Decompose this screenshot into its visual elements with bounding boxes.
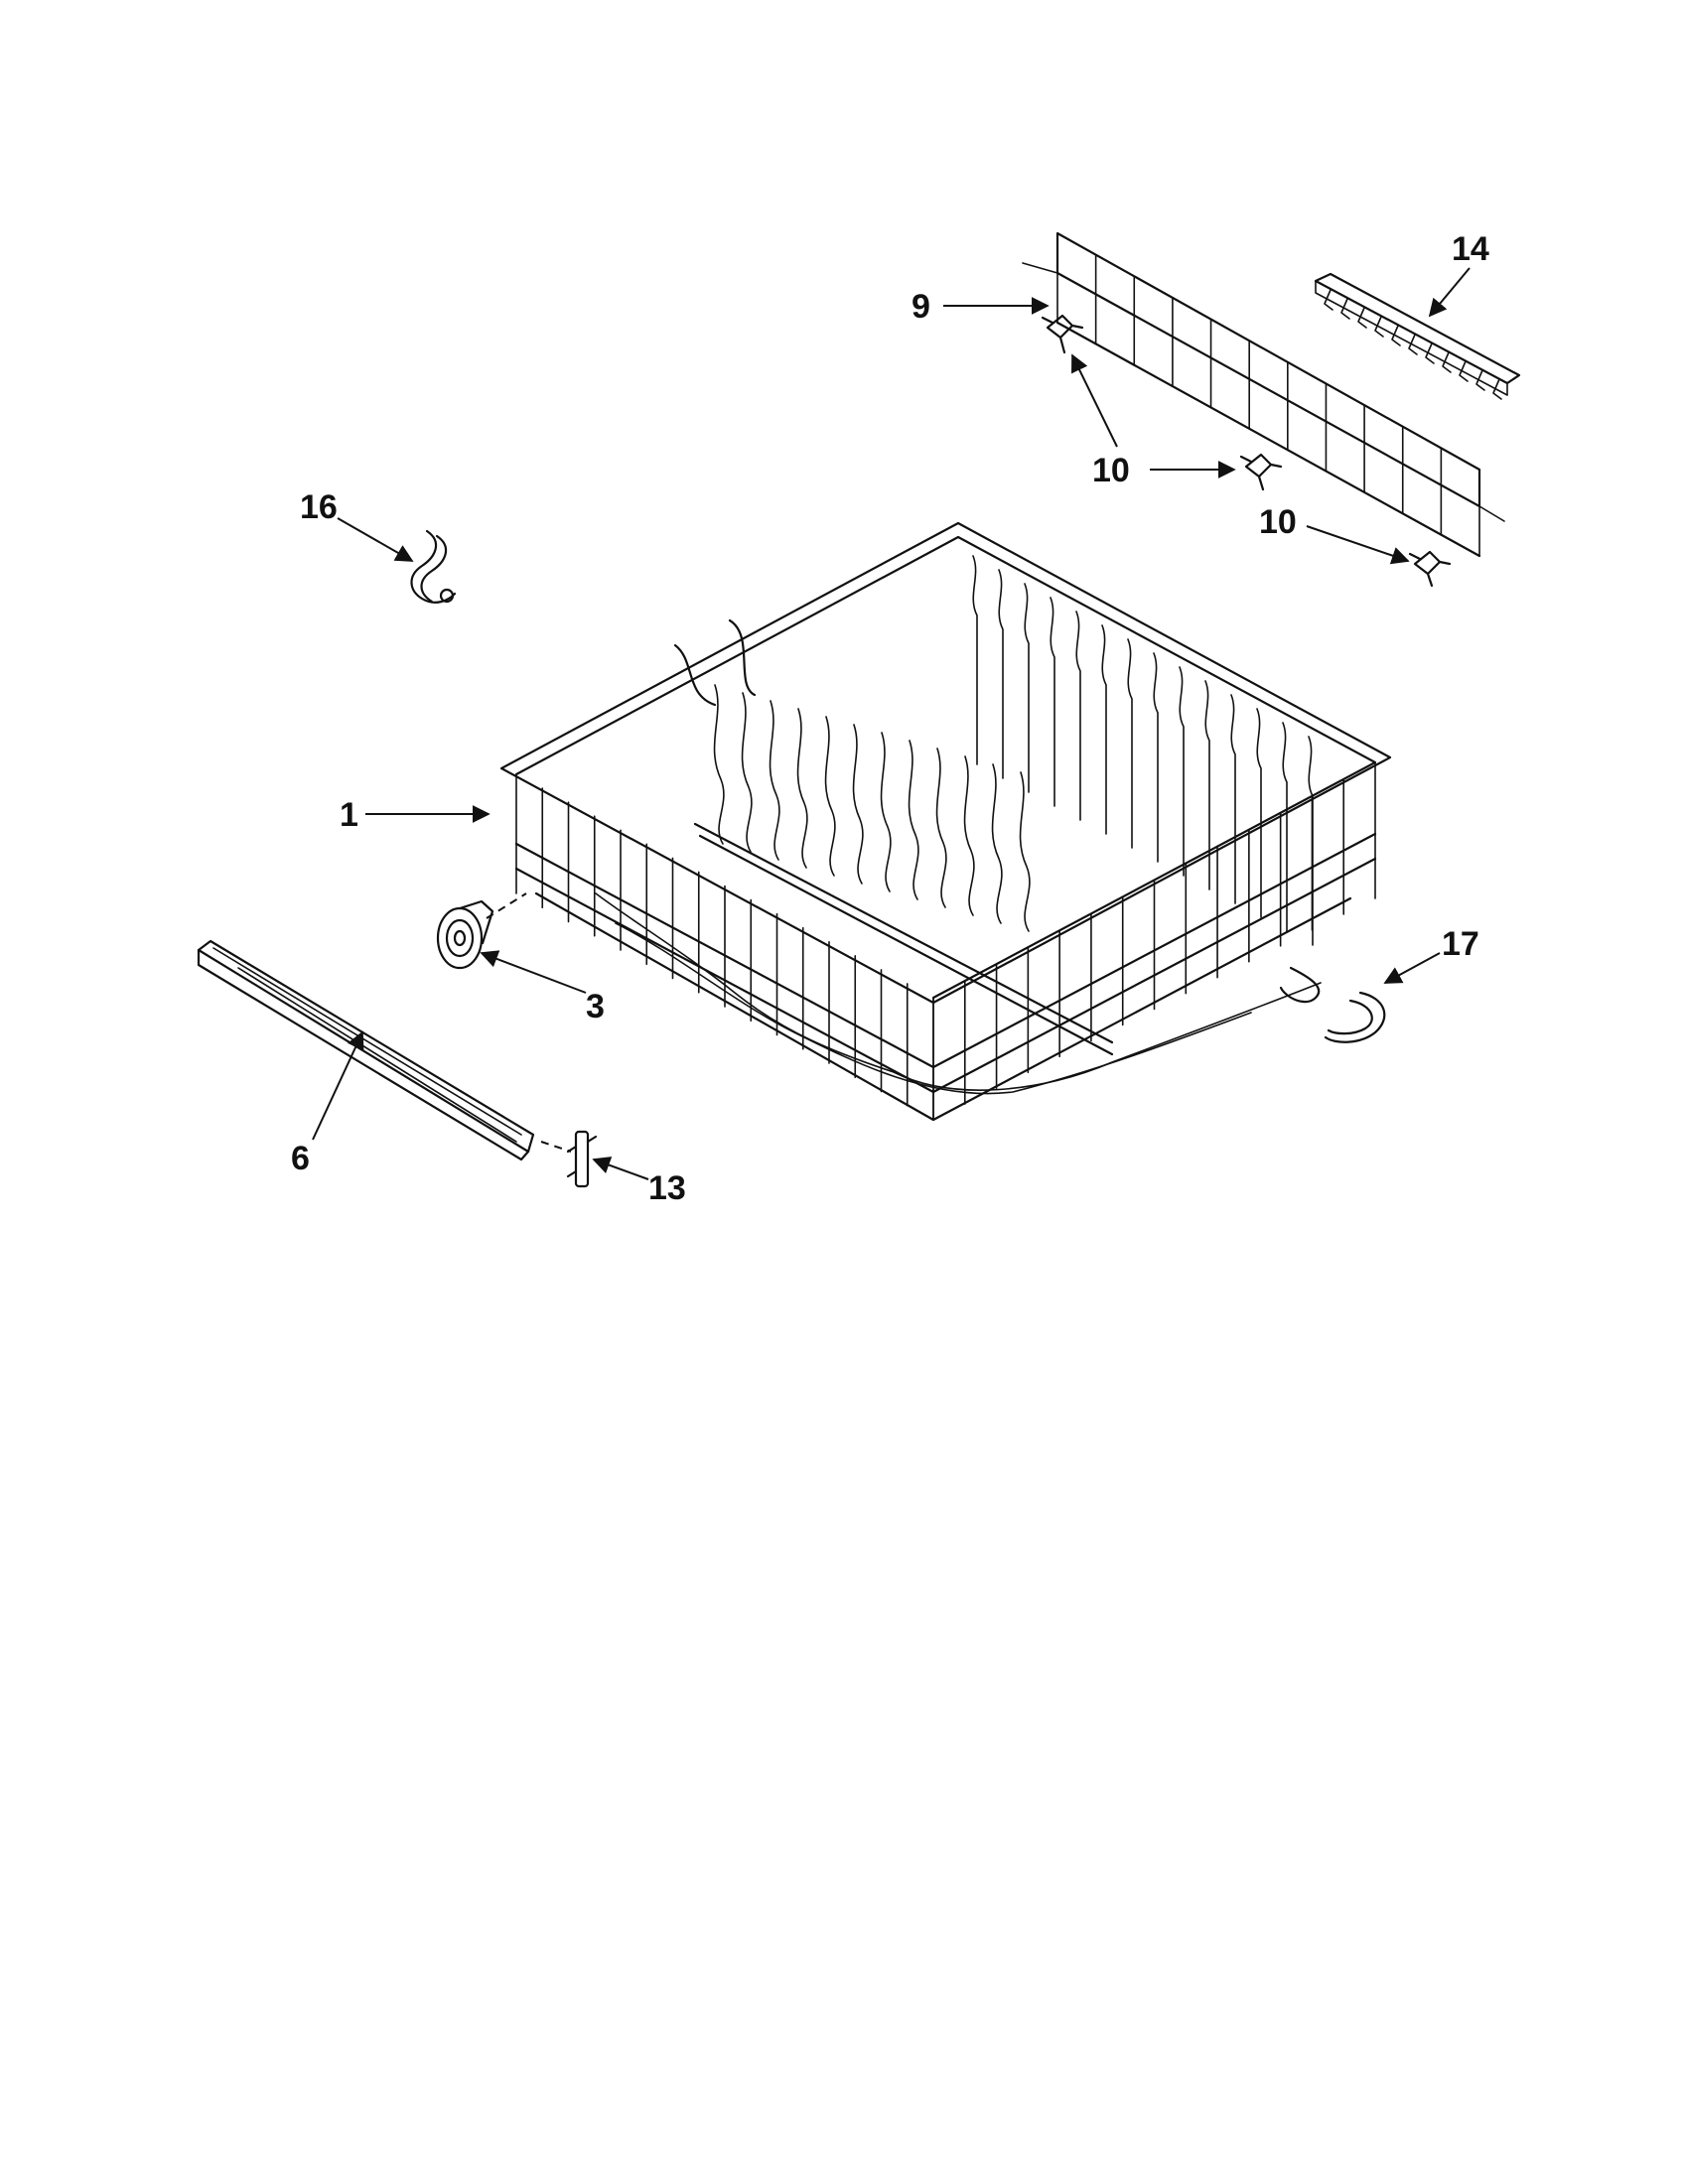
callout-10a: 10 xyxy=(1071,353,1236,489)
rack-roller xyxy=(436,892,527,970)
tube-clip xyxy=(410,529,457,604)
callout-14: 14 xyxy=(1428,230,1489,318)
callout-label-1: 1 xyxy=(340,796,358,834)
callout-label-3: 3 xyxy=(586,988,605,1025)
callout-6: 6 xyxy=(291,1030,364,1177)
rack-track xyxy=(197,939,572,1161)
callout-17: 17 xyxy=(1383,925,1479,984)
track-stop xyxy=(566,1130,598,1188)
callout-10b: 10 xyxy=(1259,503,1410,565)
wire-shelf xyxy=(1022,231,1505,558)
callout-label-16: 16 xyxy=(300,488,338,526)
callout-label-13: 13 xyxy=(648,1169,686,1207)
callout-1: 1 xyxy=(340,796,491,834)
callout-label-6: 6 xyxy=(291,1140,310,1177)
shelf-clip-1 xyxy=(1041,314,1084,354)
callout-9: 9 xyxy=(912,288,1050,326)
callout-label-10b: 10 xyxy=(1259,503,1297,541)
rack-hook xyxy=(1324,991,1386,1043)
shelf-clip-2 xyxy=(1239,453,1283,491)
callout-label-14: 14 xyxy=(1452,230,1489,268)
callout-16: 16 xyxy=(300,488,414,562)
callout-3: 3 xyxy=(480,950,605,1025)
callout-label-10a: 10 xyxy=(1092,452,1130,489)
dish-rack xyxy=(499,521,1392,1122)
callout-label-17: 17 xyxy=(1442,925,1479,963)
callout-13: 13 xyxy=(592,1157,686,1207)
shelf-clip-3 xyxy=(1408,550,1452,588)
cup-shelf-rail xyxy=(1314,272,1521,400)
callout-label-9: 9 xyxy=(912,288,930,326)
